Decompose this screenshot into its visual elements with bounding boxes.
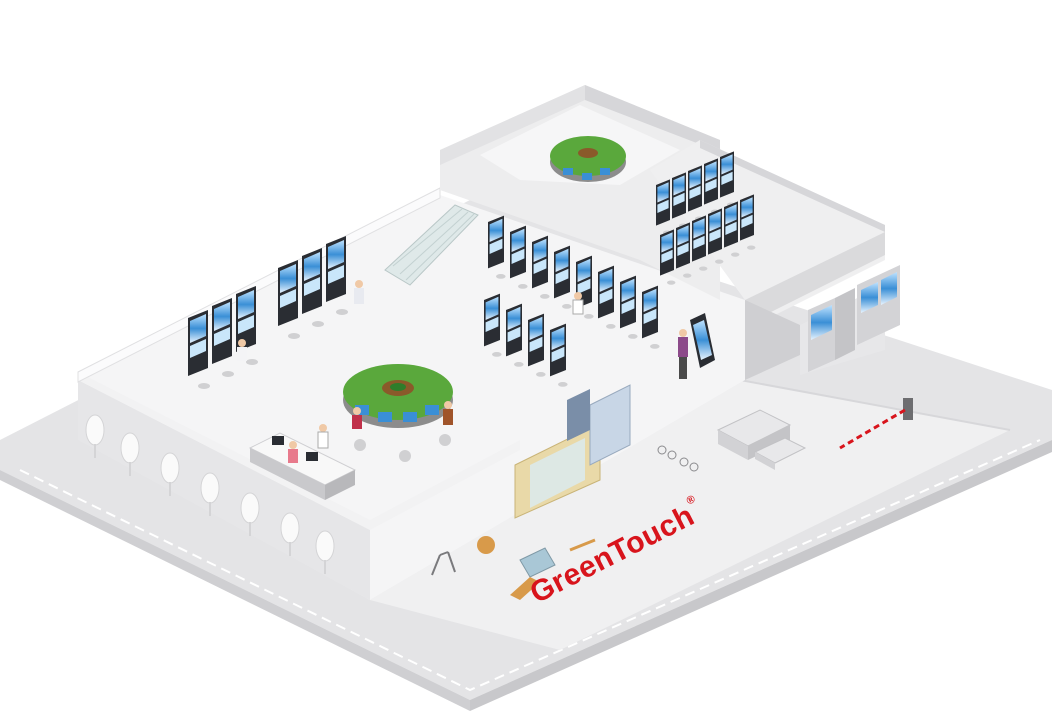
- slot-bank-middle: [484, 215, 660, 387]
- tree-icon: [240, 492, 260, 536]
- slot-machine-icon: [740, 194, 756, 250]
- slot-machine-icon: [598, 265, 616, 329]
- slot-bank-upper-room: [656, 151, 756, 285]
- slot-machine-icon: [302, 248, 324, 327]
- tree-icon: [280, 512, 300, 556]
- bicycle-icon: [657, 445, 699, 472]
- patrons: [237, 280, 584, 429]
- tree-icon: [120, 432, 140, 476]
- roulette-table-icon: [343, 364, 453, 462]
- roulette-table-icon: [550, 136, 626, 182]
- tree-icon: [315, 530, 335, 574]
- slot-machine-icon: [554, 245, 572, 309]
- entrance-doors: [514, 384, 631, 519]
- slot-machine-icon: [688, 165, 704, 221]
- person-icon: [678, 329, 688, 379]
- slot-machine-icon: [510, 225, 528, 289]
- slot-machine-icon: [724, 201, 740, 257]
- person-icon: [288, 441, 298, 463]
- reception-desk-icon: [248, 424, 357, 500]
- slot-machine-icon: [550, 323, 568, 387]
- slot-machine-icon: [326, 236, 348, 315]
- slot-machine-icon: [236, 286, 258, 365]
- person-icon: [237, 339, 247, 361]
- slot-machine-icon: [720, 151, 736, 207]
- slot-machine-icon: [484, 293, 502, 357]
- slot-machine-icon: [506, 303, 524, 367]
- slot-machine-icon: [708, 208, 724, 264]
- tree-icon: [200, 472, 220, 516]
- person-icon: [354, 280, 364, 304]
- slot-machine-icon: [488, 215, 506, 279]
- tree-row: [85, 414, 335, 574]
- barrier-gate-icon: [839, 398, 913, 450]
- person-icon: [317, 424, 329, 449]
- slot-machine-icon: [660, 229, 676, 285]
- kiosk-icon: [678, 313, 715, 379]
- slot-machine-icon: [704, 158, 720, 214]
- slot-machine-icon: [278, 260, 300, 339]
- slot-machine-icon: [532, 235, 550, 299]
- slot-machine-icon: [188, 310, 210, 389]
- slot-machine-icon: [692, 215, 708, 271]
- slot-machine-icon: [676, 222, 692, 278]
- annex-machines: [808, 265, 900, 372]
- vehicle-icon: [753, 437, 807, 470]
- person-icon: [572, 292, 584, 315]
- front-wall: [78, 372, 520, 600]
- slot-machine-icon: [642, 285, 660, 349]
- staircase-icon: [384, 204, 479, 286]
- person-icon: [443, 401, 453, 425]
- slot-machine-icon: [620, 275, 638, 339]
- tree-icon: [160, 452, 180, 496]
- person-icon: [352, 407, 362, 429]
- slot-machine-icon: [528, 313, 546, 377]
- tree-icon: [85, 414, 105, 458]
- slot-machine-icon: [656, 179, 672, 235]
- slot-bank-left: [188, 236, 348, 389]
- playground-icon: [431, 536, 596, 600]
- slot-machine-icon: [212, 298, 234, 377]
